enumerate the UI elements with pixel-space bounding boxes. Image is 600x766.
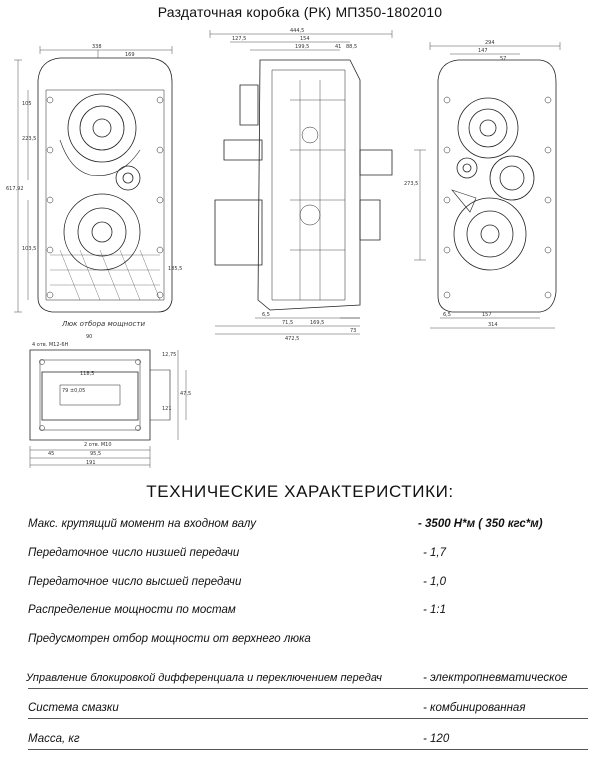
dim-label: 199,5: [295, 44, 309, 50]
dim-label: 147: [478, 48, 488, 54]
spec-label: Масса, кг: [28, 733, 80, 745]
spec-label: Распределение мощности по мостам: [28, 604, 236, 616]
technical-drawing: 338 169 444,5 127,5 154 199,5 41 88,5 29…: [6, 28, 561, 468]
spec-row: Управление блокировкой дифференциала и п…: [26, 672, 588, 692]
spec-label: Макс. крутящий момент на входном валу: [28, 518, 256, 530]
spec-heading: ТЕХНИЧЕСКИЕ ХАРАКТЕРИСТИКИ:: [146, 482, 454, 501]
divider-line: [28, 749, 588, 750]
spec-label: Управление блокировкой дифференциала и п…: [26, 672, 382, 684]
page-title: Раздаточная коробка (РК) МП350-1802010: [157, 4, 443, 20]
spec-row: Масса, кг - 120: [28, 733, 588, 753]
dim-label: 4 отв. М12-6Н: [32, 342, 69, 348]
spec-value: - 120: [423, 733, 450, 745]
dim-label: 273,5: [404, 181, 418, 187]
spec-row: Передаточное число низшей передачи - 1,7: [28, 547, 588, 567]
divider-line: [28, 688, 588, 689]
dim-label: 6,5: [443, 312, 451, 318]
dim-label: 79 ±0,05: [62, 388, 85, 394]
spec-value: - электропневматическое: [423, 672, 568, 684]
dim-label: 338: [92, 44, 102, 50]
dim-label: 191: [86, 460, 96, 466]
divider-line: [28, 718, 588, 719]
dim-label: 88,5: [346, 44, 357, 50]
dim-label: 103,5: [22, 246, 36, 252]
dim-label: 6,5: [262, 312, 270, 318]
dim-label: 95,5: [90, 451, 101, 457]
dim-label: 127,5: [232, 36, 246, 42]
rear-view: [414, 42, 561, 329]
spec-value: - комбинированная: [423, 702, 526, 714]
dim-label: 118,5: [80, 371, 94, 377]
dim-label: 314: [488, 322, 498, 328]
spec-value: - 1,0: [423, 576, 447, 588]
dim-label: 444,5: [290, 28, 304, 34]
dim-label: 45: [48, 451, 54, 457]
side-view: [209, 30, 393, 335]
dim-label: 169: [125, 52, 135, 58]
dim-label: 41: [335, 44, 341, 50]
dim-label: 105: [22, 101, 32, 107]
dim-label: 12,75: [162, 352, 176, 358]
spec-value: - 3500 Н*м ( 350 кгс*м): [418, 518, 543, 530]
spec-row: Макс. крутящий момент на входном валу - …: [28, 518, 588, 538]
dim-label: 154: [300, 36, 310, 42]
dim-label: 617,92: [6, 186, 24, 192]
hatch-detail: [29, 349, 187, 468]
spec-label: Передаточное число высшей передачи: [28, 576, 242, 588]
dim-label: 294: [485, 40, 495, 46]
dim-label: 47,5: [180, 391, 191, 397]
hatch-label: Люк отбора мощности: [61, 320, 145, 328]
dim-label: 90: [86, 334, 92, 340]
dim-label: 2 отв. М10: [84, 442, 112, 448]
dim-label: 223,5: [22, 136, 36, 142]
spec-row: Система смазки - комбинированная: [28, 702, 588, 722]
spec-label: Предусмотрен отбор мощности от верхнего …: [28, 633, 311, 645]
spec-label: Система смазки: [28, 702, 119, 714]
front-view: [14, 46, 173, 313]
dim-label: 157: [482, 312, 492, 318]
dim-label: 169,5: [310, 320, 324, 326]
spec-row: Распределение мощности по мостам - 1:1: [28, 604, 588, 624]
spec-row: Предусмотрен отбор мощности от верхнего …: [28, 633, 588, 653]
spec-label: Передаточное число низшей передачи: [28, 547, 240, 559]
dim-label: 73: [350, 328, 356, 334]
dim-label: 472,5: [285, 336, 299, 342]
dim-label: 185,5: [168, 266, 182, 272]
spec-row: Передаточное число высшей передачи - 1,0: [28, 576, 588, 596]
spec-value: - 1,7: [423, 547, 447, 559]
dim-label: 57: [500, 56, 506, 62]
spec-value: - 1:1: [423, 604, 447, 616]
dim-label: 71,5: [282, 320, 293, 326]
dim-label: 121: [162, 406, 172, 412]
